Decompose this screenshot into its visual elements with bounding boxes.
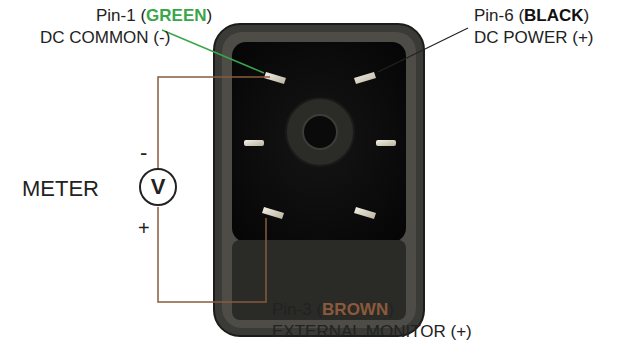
screw-boss [286, 98, 354, 166]
leader-line [378, 28, 468, 72]
connector-housing [214, 24, 424, 336]
pin-label: + [138, 216, 150, 240]
pin-label: DC COMMON (-) [40, 28, 170, 48]
meter-symbol: V [151, 174, 166, 200]
pin-label: Pin-1 (GREEN) [96, 6, 212, 26]
pins [244, 72, 396, 219]
pin-cavity [232, 42, 406, 242]
pin-label: Pin-6 (BLACK) [474, 6, 589, 26]
pin-label: EXTERNAL MONITOR (+) [272, 322, 472, 342]
pin-label: METER [22, 176, 99, 202]
pin-label: Pin-3 (BROWN) [272, 300, 394, 320]
pin-label: DC POWER (+) [474, 28, 593, 48]
pin-label: - [140, 140, 147, 166]
leader-line [162, 30, 264, 73]
housing-lower [232, 240, 406, 320]
meter-wire [158, 207, 266, 302]
meter-wire [158, 77, 270, 170]
screw-hole [303, 115, 337, 149]
meter-circle: V [139, 168, 177, 206]
